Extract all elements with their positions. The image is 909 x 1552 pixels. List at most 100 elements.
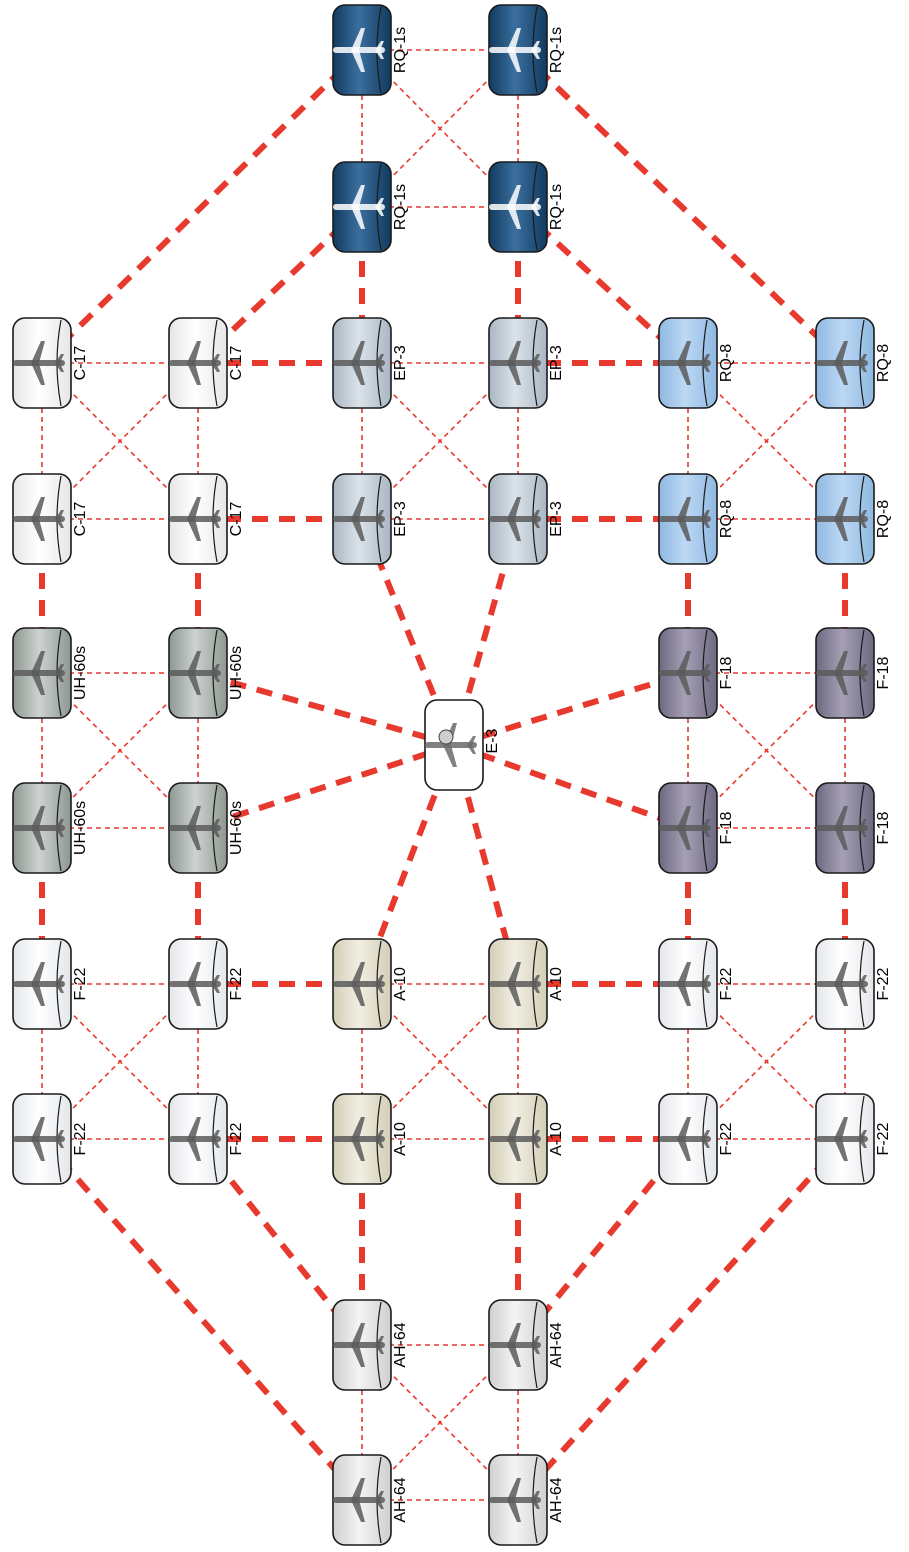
rq8-drone-icon (816, 341, 868, 385)
node-bl[interactable]: RQ-8 (658, 473, 735, 565)
node-tr[interactable]: RQ-1s (488, 4, 565, 96)
node-tr[interactable]: F-22 (815, 938, 892, 1030)
trunk-link (197, 742, 455, 831)
node-tl[interactable]: UH-60s (12, 627, 89, 719)
f22-aircraft-icon (659, 1117, 711, 1161)
node-bl[interactable]: C-17 (12, 473, 89, 565)
trunk-link (452, 742, 690, 831)
node-br[interactable]: F-22 (815, 1093, 892, 1185)
e3-aircraft-icon (425, 723, 477, 767)
node-label: F-18 (718, 656, 735, 689)
node-label: F-22 (72, 967, 89, 1000)
node-label: A-10 (548, 1122, 565, 1156)
hub-node[interactable]: E-3 (424, 699, 501, 791)
a10-aircraft-icon (333, 1117, 385, 1161)
a10-aircraft-icon (489, 1117, 541, 1161)
node-tr[interactable]: F-18 (815, 627, 892, 719)
node-tl[interactable]: AH-64 (332, 1299, 409, 1391)
node-label: EP-3 (392, 501, 409, 537)
node-label: A-10 (392, 967, 409, 1001)
ah64-helicopter-icon (333, 1478, 385, 1522)
node-bl[interactable]: AH-64 (332, 1454, 409, 1546)
node-label: UH-60s (228, 646, 245, 700)
node-tr[interactable]: F-22 (168, 938, 245, 1030)
node-label: RQ-8 (875, 500, 892, 538)
node-br[interactable]: AH-64 (488, 1454, 565, 1546)
node-br[interactable]: EP-3 (488, 473, 565, 565)
f18-aircraft-icon (816, 806, 868, 850)
hub-label: E-3 (484, 728, 501, 753)
node-tl[interactable]: A-10 (332, 938, 409, 1030)
c17-aircraft-icon (13, 341, 65, 385)
node-label: F-22 (72, 1122, 89, 1155)
f22-aircraft-icon (13, 1117, 65, 1161)
node-br[interactable]: A-10 (488, 1093, 565, 1185)
node-tr[interactable]: EP-3 (488, 317, 565, 409)
node-br[interactable]: RQ-1s (488, 161, 565, 253)
node-label: C-17 (228, 346, 245, 381)
node-label: C-17 (228, 502, 245, 537)
node-label: EP-3 (548, 501, 565, 537)
node-tl[interactable]: RQ-8 (658, 317, 735, 409)
node-tl[interactable]: EP-3 (332, 317, 409, 409)
c17-aircraft-icon (169, 497, 221, 541)
f18-aircraft-icon (659, 806, 711, 850)
node-tl[interactable]: F-22 (12, 938, 89, 1030)
node-label: RQ-1s (392, 184, 409, 230)
node-bl[interactable]: A-10 (332, 1093, 409, 1185)
node-tl[interactable]: C-17 (12, 317, 89, 409)
node-bl[interactable]: UH-60s (12, 782, 89, 874)
trunk-link (515, 47, 848, 366)
node-tl[interactable]: F-22 (658, 938, 735, 1030)
node-label: F-22 (718, 1122, 735, 1155)
node-tr[interactable]: C-17 (168, 317, 245, 409)
ah64-helicopter-icon (489, 1323, 541, 1367)
node-bl[interactable]: EP-3 (332, 473, 409, 565)
node-br[interactable]: C-17 (168, 473, 245, 565)
c17-aircraft-icon (13, 497, 65, 541)
f22-aircraft-icon (13, 962, 65, 1006)
rq1-drone-icon (333, 185, 385, 229)
node-bl[interactable]: F-22 (12, 1093, 89, 1185)
node-label: F-18 (875, 656, 892, 689)
node-label: RQ-1s (548, 27, 565, 73)
node-br[interactable]: UH-60s (168, 782, 245, 874)
f22-aircraft-icon (169, 1117, 221, 1161)
node-br[interactable]: RQ-8 (815, 473, 892, 565)
node-bl[interactable]: F-22 (658, 1093, 735, 1185)
trunk-link (515, 1136, 848, 1503)
f18-aircraft-icon (659, 651, 711, 695)
node-tr[interactable]: A-10 (488, 938, 565, 1030)
node-tl[interactable]: F-18 (658, 627, 735, 719)
a10-aircraft-icon (489, 962, 541, 1006)
node-label: C-17 (72, 502, 89, 537)
node-tr[interactable]: AH-64 (488, 1299, 565, 1391)
node-label: F-22 (228, 967, 245, 1000)
radome-icon (438, 729, 454, 745)
node-label: F-22 (718, 967, 735, 1000)
node-tl[interactable]: RQ-1s (332, 4, 409, 96)
uh60-helicopter-icon (13, 651, 65, 695)
trunk-link (39, 47, 365, 366)
node-label: RQ-1s (548, 184, 565, 230)
node-label: RQ-8 (718, 500, 735, 538)
node-tr[interactable]: RQ-8 (815, 317, 892, 409)
rq1-drone-icon (489, 185, 541, 229)
f22-aircraft-icon (169, 962, 221, 1006)
node-bl[interactable]: F-18 (658, 782, 735, 874)
node-label: UH-60s (228, 801, 245, 855)
node-label: UH-60s (72, 801, 89, 855)
node-label: AH-64 (392, 1477, 409, 1522)
ep3-aircraft-icon (489, 341, 541, 385)
ah64-helicopter-icon (489, 1478, 541, 1522)
node-bl[interactable]: RQ-1s (332, 161, 409, 253)
trunk-link (39, 1137, 365, 1502)
node-br[interactable]: F-18 (815, 782, 892, 874)
node-label: RQ-8 (718, 344, 735, 382)
node-tr[interactable]: UH-60s (168, 627, 245, 719)
ep3-aircraft-icon (489, 497, 541, 541)
node-br[interactable]: F-22 (168, 1093, 245, 1185)
node-label: A-10 (392, 1122, 409, 1156)
